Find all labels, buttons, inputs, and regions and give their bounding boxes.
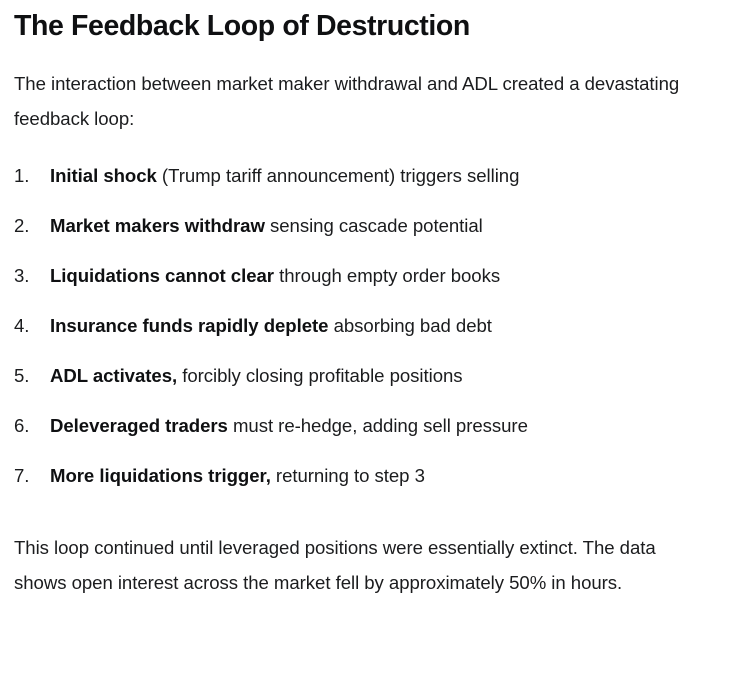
step-rest-text: through empty order books xyxy=(273,265,501,286)
list-item: 1. Initial shock (Trump tariff announcem… xyxy=(14,163,714,213)
list-item: 7. More liquidations trigger, returning … xyxy=(14,463,714,513)
step-rest-text: sensing cascade potential xyxy=(264,215,483,236)
step-lead-text: Insurance funds rapidly deplete xyxy=(50,315,329,336)
article-body: The Feedback Loop of Destruction The int… xyxy=(14,0,714,600)
step-lead-text: Liquidations cannot clear xyxy=(50,265,274,286)
step-number: 2. xyxy=(14,215,30,236)
step-rest-text: must re-hedge, adding sell pressure xyxy=(227,415,528,436)
closing-paragraph: This loop continued until leveraged posi… xyxy=(14,537,656,593)
page-title: The Feedback Loop of Destruction xyxy=(14,10,470,42)
list-item: 6. Deleveraged traders must re-hedge, ad… xyxy=(14,413,714,463)
step-number: 6. xyxy=(14,415,30,436)
list-item: 4. Insurance funds rapidly deplete absor… xyxy=(14,313,714,363)
intro-paragraph: The interaction between market maker wit… xyxy=(14,73,680,129)
step-number: 1. xyxy=(14,165,30,186)
step-rest-text: (Trump tariff announcement) triggers sel… xyxy=(156,165,520,186)
step-rest-text: absorbing bad debt xyxy=(328,315,492,336)
step-number: 3. xyxy=(14,265,30,286)
step-lead-text: Deleveraged traders xyxy=(50,415,228,436)
step-rest-text: forcibly closing profitable positions xyxy=(177,365,463,386)
step-rest-text: returning to step 3 xyxy=(270,465,425,486)
step-number: 5. xyxy=(14,365,30,386)
list-item: 2. Market makers withdraw sensing cascad… xyxy=(14,213,714,263)
list-item: 3. Liquidations cannot clear through emp… xyxy=(14,263,714,313)
step-lead-text: ADL activates, xyxy=(50,365,178,386)
step-number: 4. xyxy=(14,315,30,336)
step-lead-text: More liquidations trigger, xyxy=(50,465,271,486)
step-lead-text: Market makers withdraw xyxy=(50,215,265,236)
list-item: 5. ADL activates, forcibly closing profi… xyxy=(14,363,714,413)
step-number: 7. xyxy=(14,465,30,486)
feedback-loop-steps-list: 1. Initial shock (Trump tariff announcem… xyxy=(14,136,714,513)
step-lead-text: Initial shock xyxy=(50,165,157,186)
